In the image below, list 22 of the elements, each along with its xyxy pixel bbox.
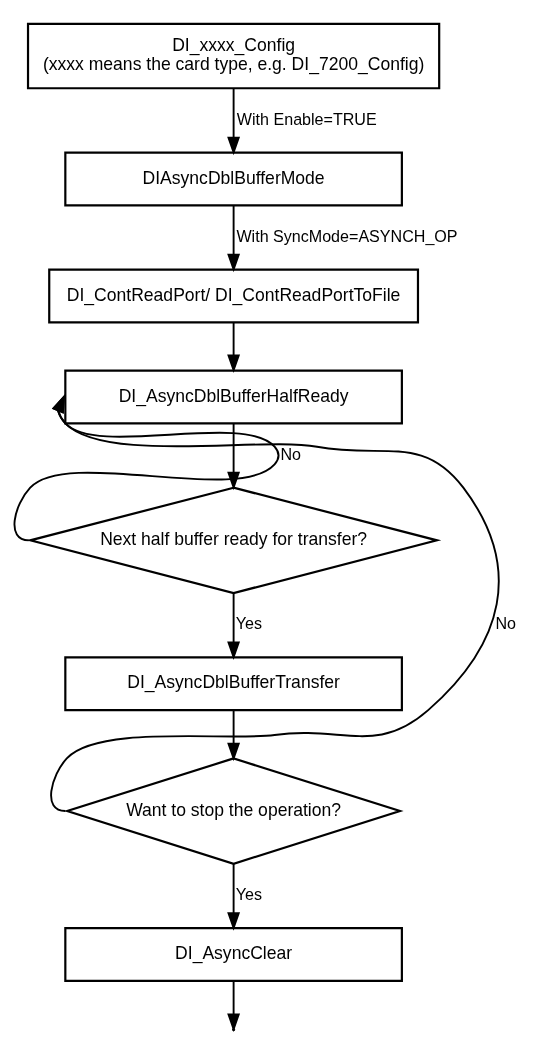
arrow	[227, 592, 241, 661]
node-box: DI_AsyncClear	[64, 927, 403, 982]
node-box: DI_ContReadPort/ DI_ContReadPortToFile	[48, 268, 420, 324]
node-box: DIAsyncDblBufferMode	[64, 151, 403, 207]
node-box: DI_AsyncDblBufferHalfReady	[64, 369, 403, 425]
node-box: DI_AsyncDblBufferTransfer	[64, 656, 403, 712]
arrow	[227, 980, 241, 1032]
node-box: DI_xxxx_Config (xxxx means the card type, e.g. DI_7200_Config)	[26, 22, 441, 90]
edge-label: Yes	[235, 885, 263, 904]
arrow	[227, 709, 241, 762]
edge-label: No	[280, 444, 301, 463]
edge-label: Yes	[235, 614, 263, 633]
arrow	[227, 87, 241, 156]
edge-label: With SyncMode=ASYNCH_OP	[236, 226, 458, 245]
arrow	[227, 204, 241, 273]
edge-label: With Enable=TRUE	[236, 109, 377, 128]
arrow	[227, 863, 241, 931]
arrow	[50, 394, 500, 813]
node-diamond: Want to stop the operation?	[63, 757, 404, 865]
edge-label: No	[495, 614, 517, 633]
arrow	[227, 321, 241, 373]
arrow	[13, 394, 280, 542]
